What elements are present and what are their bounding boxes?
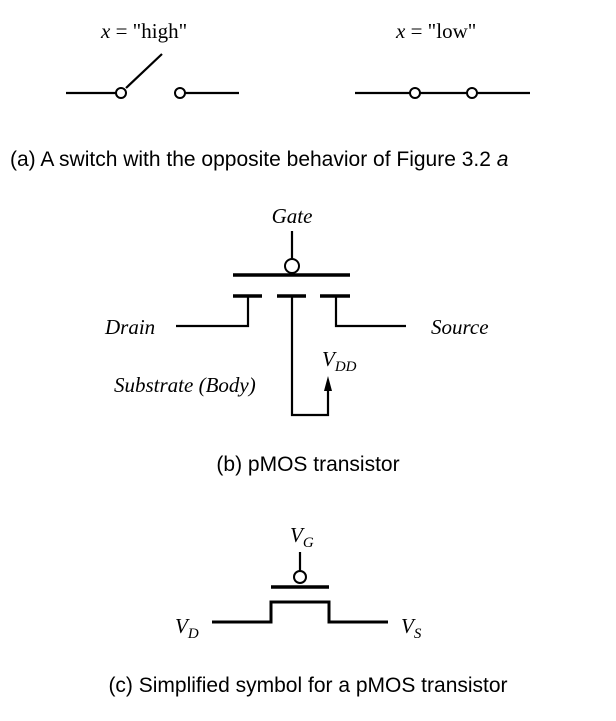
gate-bubble-simplified	[293, 570, 307, 584]
source-wire	[334, 296, 406, 328]
caption-c: (c) Simplified symbol for a pMOS transis…	[108, 674, 507, 697]
caption-b: (b) pMOS transistor	[216, 453, 399, 476]
panel-a: x = "high" x = "low" (a) A switch with t…	[10, 19, 530, 171]
vd-label: VD	[175, 614, 199, 642]
panel-c: VG VD VS (c) Simplified symbol for a pMO…	[108, 523, 507, 697]
vs-label: VS	[401, 614, 422, 642]
open-switch-arm	[125, 53, 163, 89]
open-switch-left-terminal	[115, 87, 127, 99]
vdd-label: VDD	[322, 347, 357, 375]
closed-switch-right-terminal	[466, 87, 478, 99]
substrate-label: Substrate (Body)	[114, 373, 256, 397]
open-switch-right-terminal	[174, 87, 186, 99]
vg-label: VG	[290, 523, 314, 551]
closed-switch: x = "low"	[355, 19, 530, 99]
gate-bubble	[284, 258, 300, 274]
high-label: x = "high"	[100, 19, 187, 43]
vdd-arrow-icon	[324, 376, 332, 391]
body-wire	[290, 296, 330, 417]
panel-b: Gate Drain Source Substrate (Body) VDD (…	[104, 204, 489, 476]
caption-a: (a) A switch with the opposite behavior …	[10, 148, 508, 171]
channel-simplified	[212, 600, 388, 624]
low-label: x = "low"	[395, 19, 476, 43]
open-switch: x = "high"	[66, 19, 239, 99]
source-label: Source	[431, 315, 489, 339]
gate-label: Gate	[272, 204, 313, 228]
drain-label: Drain	[104, 315, 155, 339]
drain-wire	[176, 296, 250, 328]
closed-switch-left-terminal	[409, 87, 421, 99]
